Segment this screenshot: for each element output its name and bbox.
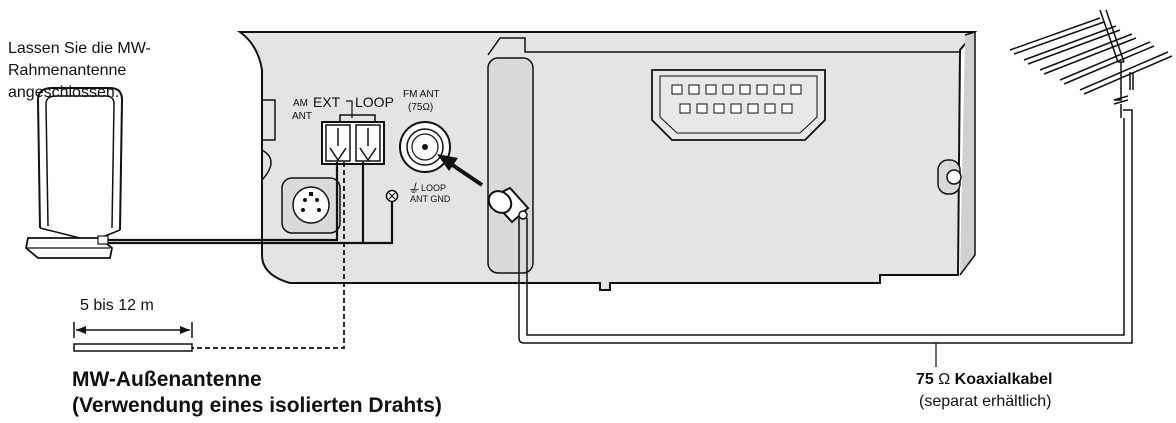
- s-video-jack: [292, 186, 330, 224]
- insulated-wire: [73, 343, 193, 352]
- distance-indicator: [73, 322, 193, 338]
- ext-label: EXT: [313, 94, 341, 110]
- am-label-1: AM: [293, 98, 308, 109]
- coax-cable-label: 75 Ω Koaxialkabel (separat erhältlich): [916, 369, 1052, 413]
- coax-note: (separat erhältlich): [919, 393, 1052, 410]
- mw-title-line-1: MW-Außenantenne: [72, 368, 262, 391]
- fm-label-2: (75Ω): [408, 102, 433, 113]
- note-line-2: Rahmenantenne: [8, 62, 127, 79]
- mw-title-line-2: (Verwendung eines isolierten Drahts): [72, 394, 442, 417]
- outdoor-wire-dashed: [192, 162, 345, 349]
- loop-label: LOOP: [355, 94, 394, 110]
- gnd-label-1: LOOP: [421, 183, 446, 193]
- fm-antenna-jack: [399, 121, 451, 173]
- am-antenna-terminals: [321, 114, 385, 165]
- fm-label-1: FM ANT: [403, 89, 440, 100]
- coax-omega: Ω: [933, 371, 955, 388]
- distance-label: 5 bis 12 m: [80, 297, 154, 314]
- coaxial-cable: [518, 109, 1133, 344]
- gnd-symbol: ⏚: [407, 181, 420, 196]
- coax-name: Koaxialkabel: [954, 371, 1053, 388]
- loop-antenna-note: Lassen Sie die MW- Rahmenantenne angesch…: [8, 38, 208, 104]
- note-line-1: Lassen Sie die MW-: [8, 40, 151, 57]
- scart-pins: [671, 84, 802, 114]
- unit-rear-panel: [236, 30, 978, 291]
- am-loop-antenna: [25, 87, 124, 259]
- coax-impedance: 75: [916, 371, 934, 388]
- am-wires: [108, 162, 394, 245]
- gnd-label-2: ANT GND: [410, 194, 451, 204]
- insertion-arrow: [437, 154, 484, 187]
- mw-outdoor-antenna-title: MW-Außenantenne (Verwendung eines isolie…: [72, 367, 442, 419]
- am-label-2: ANT: [292, 111, 312, 122]
- note-line-3: angeschlossen.: [8, 84, 120, 101]
- fm-plug: [487, 186, 530, 224]
- coax-line-1: 75 Ω Koaxialkabel: [916, 369, 1052, 391]
- fm-outdoor-antenna: [1009, 9, 1173, 118]
